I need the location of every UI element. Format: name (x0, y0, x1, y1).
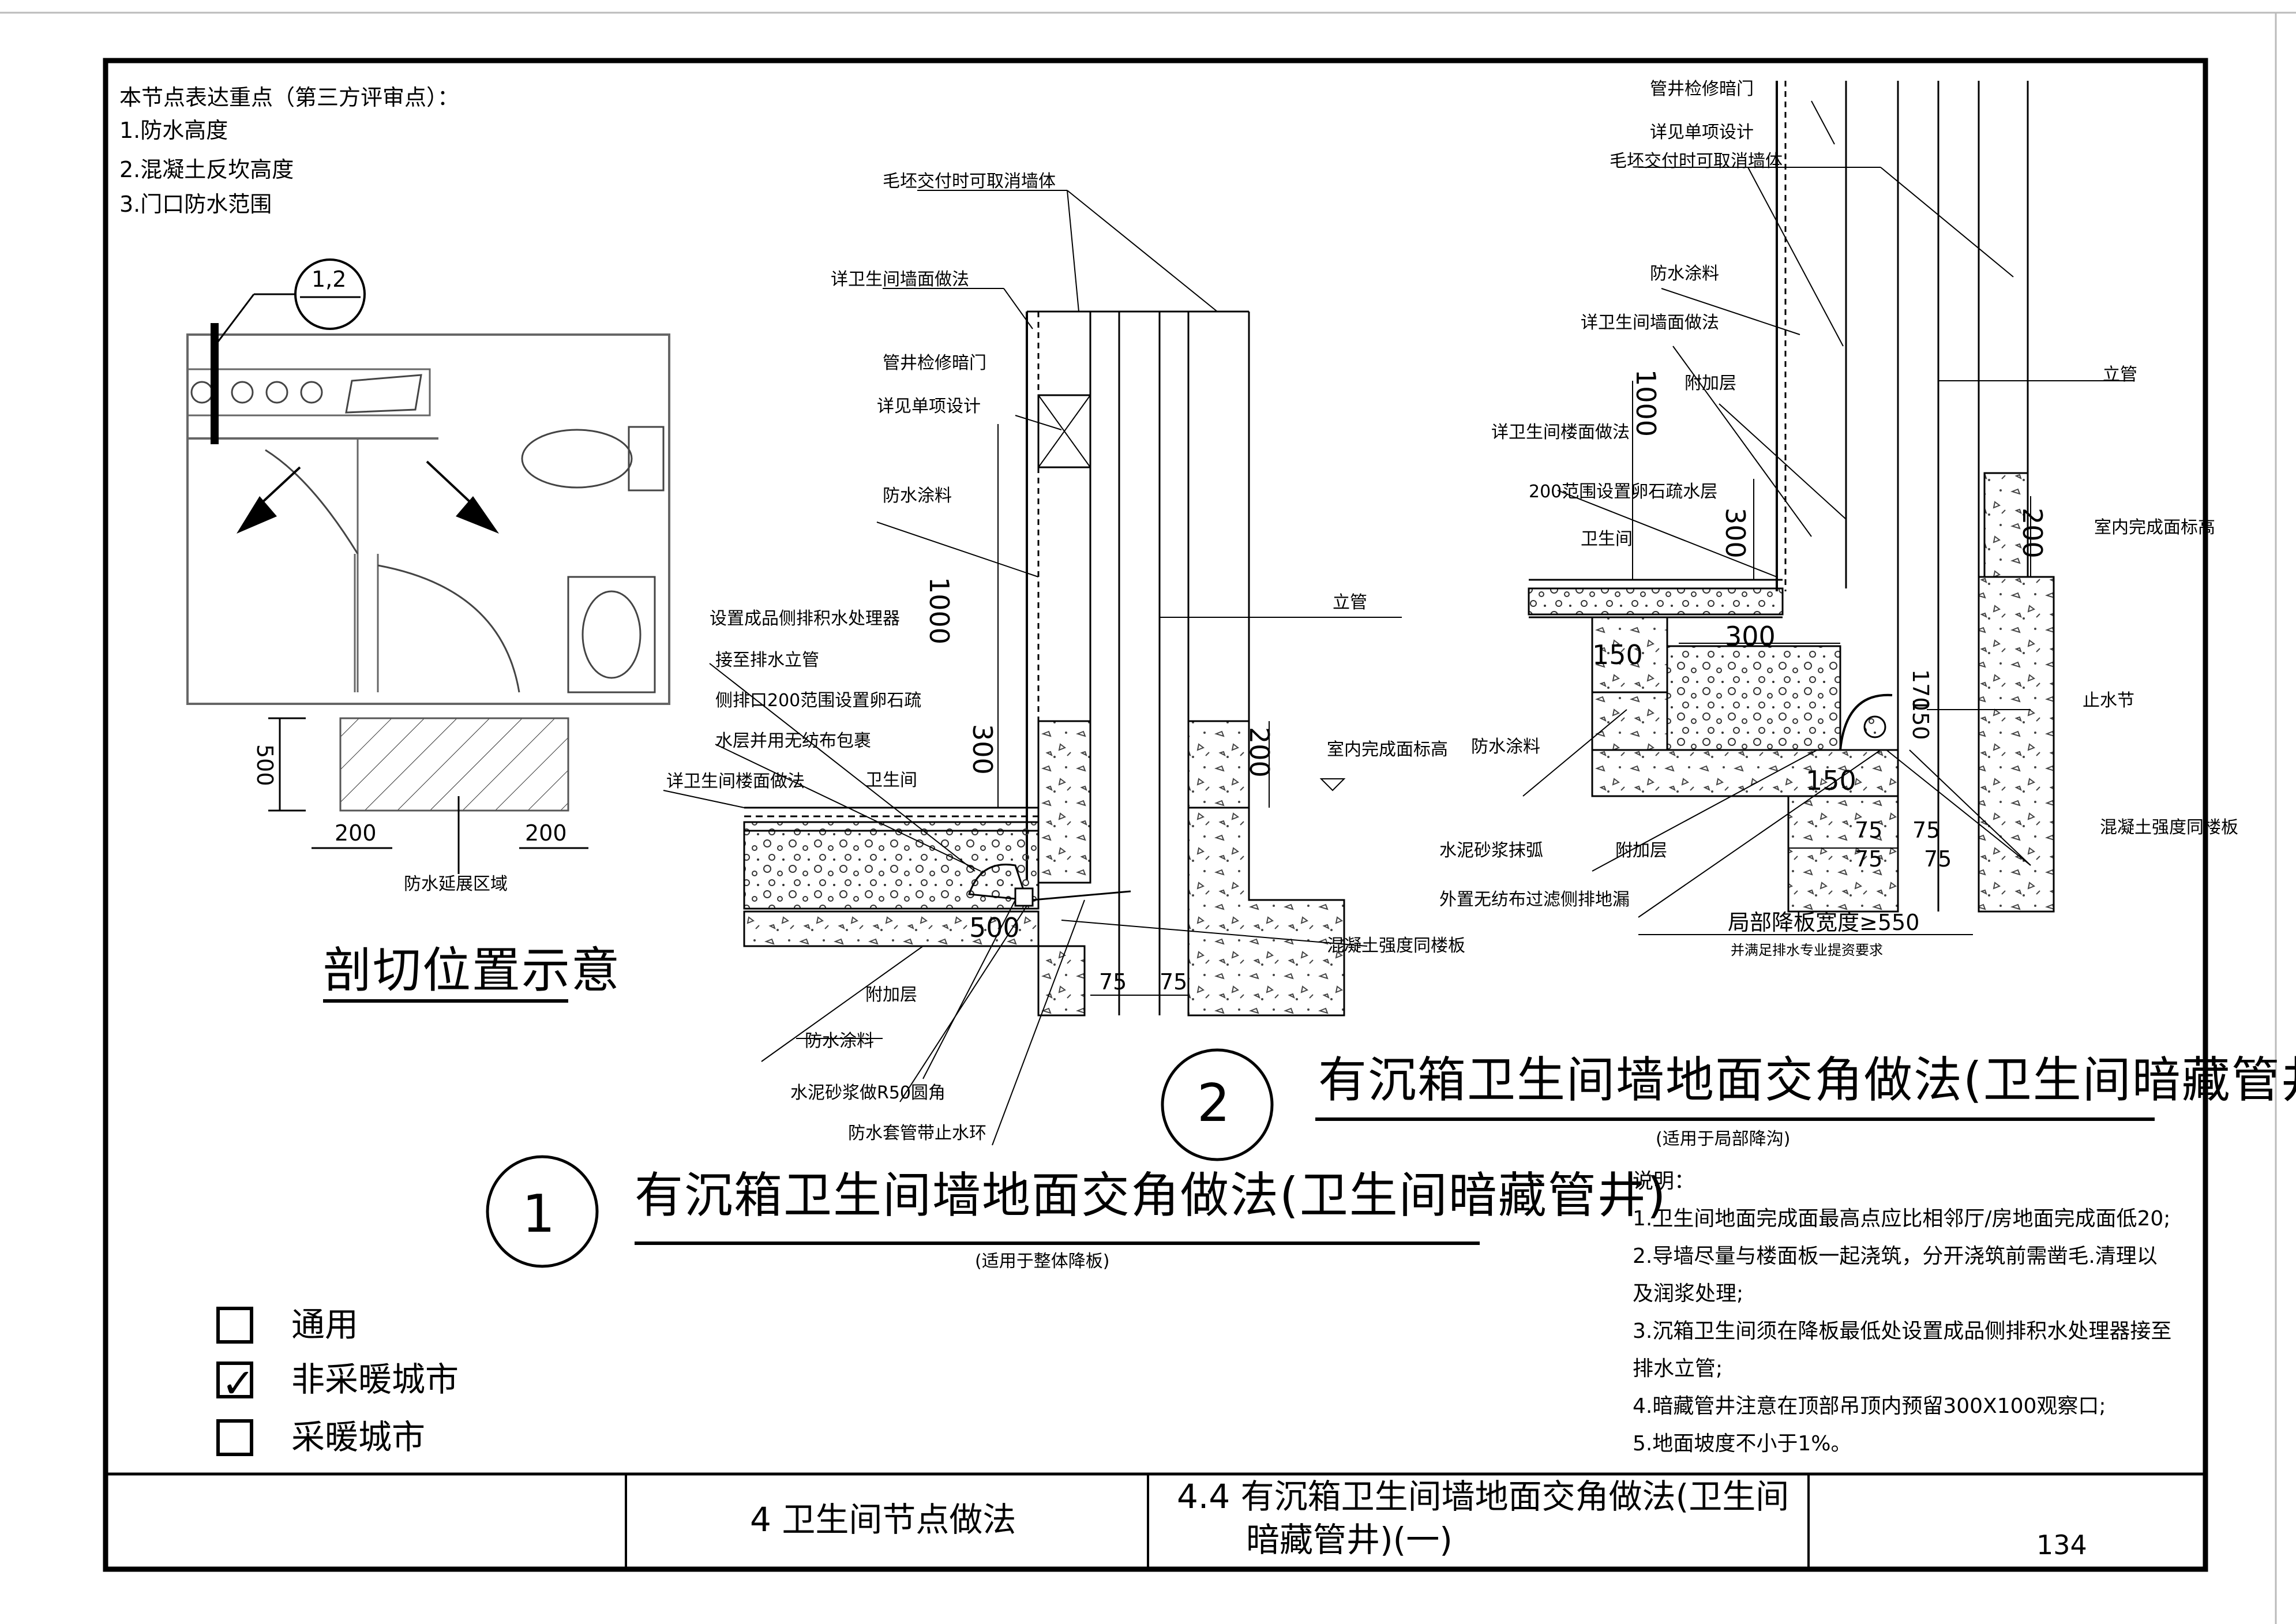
waterproof-extension-zone (339, 717, 569, 812)
d2-label-access-door: 管井检修暗门 (1650, 79, 1754, 99)
explanation-line-3: 及润浆处理; (1633, 1282, 1744, 1306)
d1-label-bathroom: 卫生间 (865, 770, 917, 790)
d2-dim-300h: 300 (1725, 621, 1776, 652)
title-block-section-line1: 4.4 有沉箱卫生间墙地面交角做法(卫生间 (1177, 1477, 1789, 1516)
detail-2-drawing (1161, 81, 2155, 1161)
d1-label-see-special: 详见单项设计 (877, 396, 981, 417)
explanation-line-2: 2.导墙尽量与楼面板一起浇筑，分开浇筑前需凿毛.清理以 (1633, 1244, 2158, 1268)
detail-2-number: 2 (1197, 1073, 1230, 1134)
plan-dim-200-left: 200 (335, 820, 377, 846)
d2-dim-200: 200 (2017, 508, 2048, 558)
focus-note-1: 1.防水高度 (119, 118, 228, 143)
d2-label-see-special: 详见单项设计 (1650, 122, 1754, 142)
d2-dim-75b: 75 (1912, 817, 1941, 843)
d1-label-coating-bottom: 防水涂料 (805, 1031, 874, 1051)
d2-label-mortar: 水泥砂浆抹弧 (1439, 841, 1543, 861)
d1-dim-300: 300 (967, 724, 998, 775)
d1-label-wall-finish: 详卫生间墙面做法 (831, 269, 969, 290)
d1-label-processor: 设置成品侧排积水处理器 (710, 609, 900, 629)
legend-checkbox-non-heating[interactable]: ✓ (216, 1362, 255, 1404)
detail-2-subtitle: (适用于局部降沟) (1656, 1129, 1791, 1149)
d1-dim-200: 200 (1244, 727, 1275, 778)
section-mark-label: 1,2 (312, 267, 347, 292)
check-mark-icon: ✓ (221, 1360, 256, 1407)
d1-label-side-outlet: 侧排口200范围设置卵石疏 (715, 691, 922, 711)
d1-label-connect-riser: 接至排水立管 (715, 650, 819, 670)
d2-label-can-remove-wall: 毛坯交付时可取消墙体 (1610, 151, 1783, 171)
d2-dim-150b: 150 (1806, 765, 1856, 796)
focus-notes-heading: 本节点表达重点（第三方评审点）： (119, 85, 460, 110)
d2-dim-75c: 75 (1855, 846, 1883, 872)
d2-dim-75a: 75 (1855, 817, 1883, 843)
legend-label-heating: 采暖城市 (291, 1417, 426, 1457)
d2-label-wall-finish: 详卫生间墙面做法 (1581, 313, 1719, 333)
page-number: 134 (2036, 1529, 2087, 1561)
d1-label-additional-layer: 附加层 (865, 985, 917, 1005)
detail-1-title: 有沉箱卫生间墙地面交角做法(卫生间暗藏管井) (635, 1167, 1667, 1224)
d2-label-additional-top: 附加层 (1685, 373, 1736, 393)
legend-checkbox-general[interactable] (216, 1307, 253, 1344)
plan-diagram (186, 258, 670, 1003)
d2-label-gravel-layer: 200范围设置卵石疏水层 (1529, 482, 1718, 502)
explanation-heading: 说明： (1633, 1169, 1695, 1193)
d2-label-drainage-req: 并满足排水专业提资要求 (1731, 942, 1883, 958)
waterproof-zone-label: 防水延展区域 (404, 874, 508, 894)
d1-dim-500: 500 (969, 912, 1020, 943)
detail-2-title: 有沉箱卫生间墙地面交角做法(卫生间暗藏管井) (1318, 1052, 2296, 1108)
plan-dim-500: 500 (252, 744, 277, 786)
d2-label-coating-left: 防水涂料 (1471, 737, 1540, 757)
detail-1-number: 1 (522, 1184, 556, 1244)
legend-label-general: 通用 (291, 1305, 359, 1344)
d2-dim-170: 170 (1908, 669, 1933, 711)
d2-label-bathroom: 卫生间 (1581, 529, 1633, 549)
explanation-line-7: 5.地面坡度不小于1%。 (1633, 1432, 1852, 1456)
d2-dim-150: 150 (1592, 639, 1643, 670)
plan-caption: 剖切位置示意 (323, 942, 621, 999)
d1-label-indoor-level: 室内完成面标高 (1327, 740, 1448, 760)
plan-dim-200-right: 200 (525, 820, 567, 846)
d1-dim-75a: 75 (1099, 969, 1127, 995)
d2-label-floor-finish: 详卫生间楼面做法 (1491, 422, 1630, 442)
d1-dim-1000: 1000 (924, 577, 955, 645)
d1-dim-75b: 75 (1160, 969, 1188, 995)
d2-label-riser: 立管 (2103, 365, 2137, 385)
d1-label-coating: 防水涂料 (883, 486, 952, 506)
d2-label-concrete-curb: 混凝土强度同楼板 (2100, 817, 2238, 838)
legend-label-non-heating: 非采暖城市 (291, 1360, 459, 1399)
focus-note-2: 2.混凝土反坎高度 (119, 157, 294, 182)
d1-label-access-door: 管井检修暗门 (883, 353, 986, 373)
d1-label-concrete-curb: 混凝土强度同楼板 (1327, 936, 1465, 956)
d1-label-mortar-fillet: 水泥砂浆做R50圆角 (790, 1083, 946, 1103)
d2-label-coating-top: 防水涂料 (1650, 264, 1719, 284)
focus-note-3: 3.门口防水范围 (119, 192, 272, 217)
explanation-line-1: 1.卫生间地面完成面最高点应比相邻厅/房地面完成面低20; (1633, 1207, 2171, 1231)
d2-label-wrap: 外置无纺布过滤侧排地漏 (1439, 890, 1630, 910)
d2-label-additional-bottom: 附加层 (1615, 841, 1667, 861)
title-block-chapter: 4 卫生间节点做法 (750, 1500, 1016, 1539)
d1-label-floor-finish: 详卫生间楼面做法 (666, 771, 805, 792)
title-block-section-line2: 暗藏管井)(一) (1246, 1520, 1453, 1559)
detail-1-subtitle: (适用于整体降板) (975, 1251, 1110, 1272)
d2-label-drop-width: 局部降板宽度≥550 (1728, 910, 1920, 935)
d1-label-geotextile: 水层并用无纺布包裹 (715, 731, 871, 751)
d1-label-riser: 立管 (1333, 592, 1367, 613)
explanation-line-5: 排水立管; (1633, 1357, 1723, 1381)
d1-label-can-remove-wall: 毛坯交付时可取消墙体 (883, 171, 1056, 192)
d2-label-water-stop: 止水节 (2083, 691, 2134, 711)
detail-1-drawing (486, 190, 1480, 1268)
legend-checkbox-heating[interactable] (216, 1419, 253, 1456)
d2-dim-300v: 300 (1720, 508, 1751, 558)
d2-dim-75d: 75 (1924, 846, 1952, 872)
d2-label-indoor-level: 室内完成面标高 (2094, 517, 2215, 538)
d2-dim-1000: 1000 (1630, 369, 1661, 437)
explanation-line-4: 3.沉箱卫生间须在降板最低处设置成品侧排积水处理器接至 (1633, 1319, 2172, 1343)
d1-label-sleeve: 防水套管带止水环 (848, 1123, 986, 1143)
outer-frame (103, 58, 2208, 1572)
explanation-line-6: 4.暗藏管井注意在顶部吊顶内预留300X100观察口; (1633, 1394, 2106, 1418)
d2-dim-150r: 150 (1908, 698, 1933, 740)
